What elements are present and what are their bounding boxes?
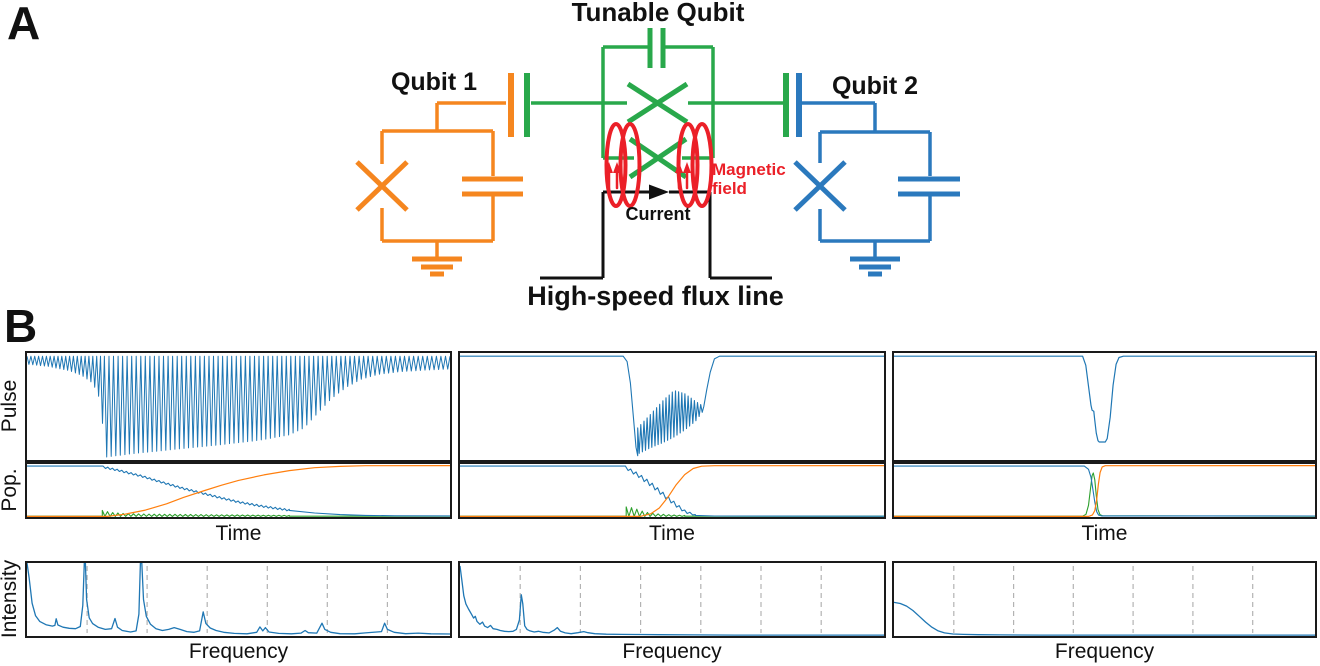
tunable-qubit-circuit [524, 28, 789, 180]
flux-line [540, 184, 772, 280]
pulse-plot-2 [458, 351, 886, 462]
pulse-plot-3 [892, 351, 1317, 462]
flux-line-label: High-speed flux line [527, 281, 784, 311]
spectrum-plot-1 [25, 561, 452, 638]
spectrum-plot-3 [892, 561, 1317, 638]
qubit2-ground-icon [850, 256, 900, 277]
spectrum-plot-2 [458, 561, 886, 638]
qubit1-capacitor-icon [462, 176, 523, 197]
intensity-axis-label: Intensity [0, 559, 21, 639]
circuit-diagram [355, 28, 960, 280]
panel-a-label: A [7, 0, 41, 49]
time-label-2: Time [649, 522, 695, 545]
qubit2-junction-icon [793, 160, 847, 212]
pulse-plot-1 [25, 351, 452, 462]
frequency-label-2: Frequency [622, 640, 722, 663]
qubit2-circuit [793, 73, 960, 277]
time-label-3: Time [1081, 522, 1128, 545]
qubit1-label: Qubit 1 [390, 68, 478, 96]
pop-plot-1 [25, 462, 452, 519]
frequency-label-3: Frequency [1054, 640, 1155, 663]
pop-plot-2 [458, 462, 886, 519]
qubit2-capacitor-icon [898, 176, 960, 197]
pop-plot-3 [892, 462, 1317, 519]
frequency-label-1: Frequency [188, 640, 289, 663]
current-label: Current [625, 204, 691, 224]
qubit2-label: Qubit 2 [831, 72, 919, 100]
qubit1-ground-icon [412, 256, 462, 277]
time-label-1: Time [215, 522, 262, 545]
qubit1-circuit [355, 73, 523, 277]
magnetic-field-label: Magnetic field [712, 160, 786, 199]
current-arrow-icon [649, 184, 669, 200]
pop-axis-label: Pop. [0, 468, 21, 512]
panel-b-label: B [4, 300, 38, 352]
magnetic-field-coils-icon [604, 122, 714, 208]
qubit1-junction-icon [355, 160, 409, 212]
tunable-capacitor-icon [647, 28, 666, 68]
tunable-junction1-icon [626, 81, 689, 125]
tunable-qubit-label: Tunable Qubit [571, 0, 745, 27]
